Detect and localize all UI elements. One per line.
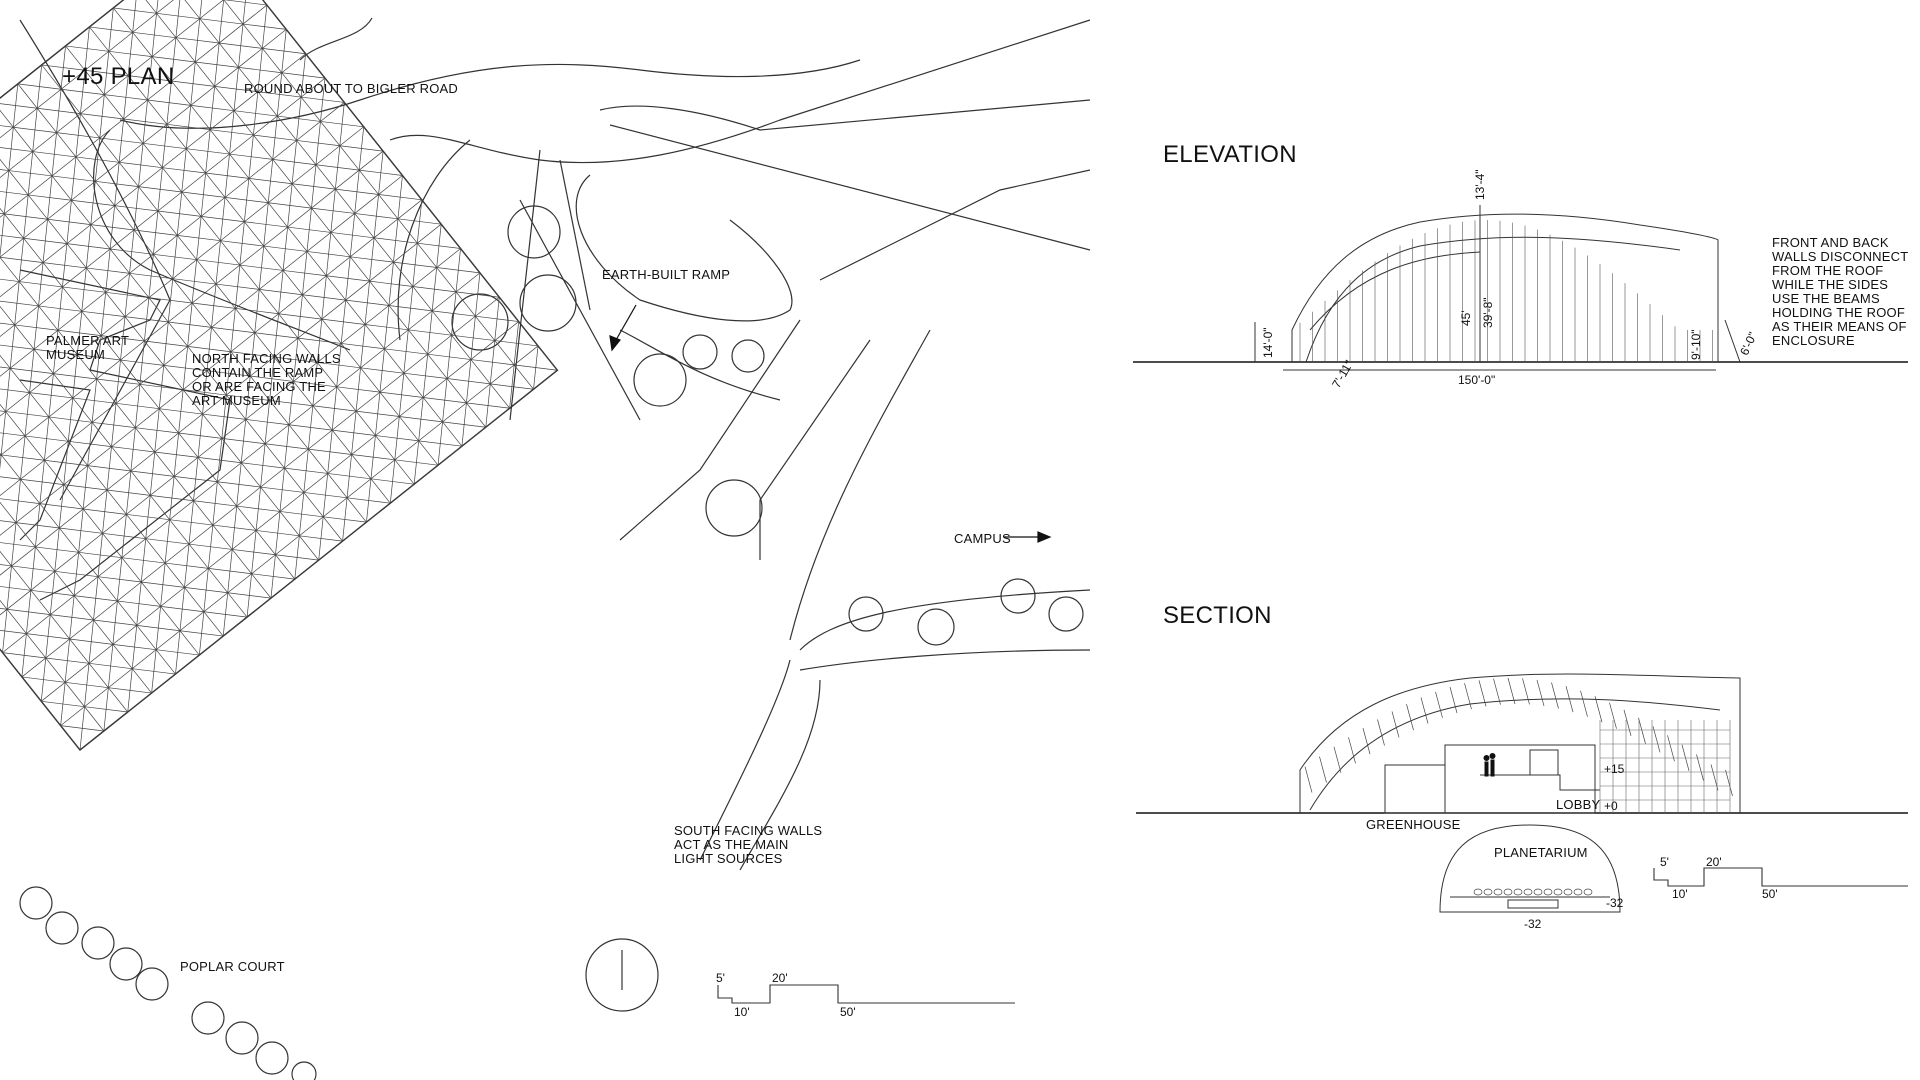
elevation-title: ELEVATION: [1163, 141, 1297, 168]
dim-center-398: 39'-8": [1481, 297, 1495, 328]
section-scale-50: 50': [1762, 887, 1778, 901]
planetarium-label: PLANETARIUM: [1494, 845, 1588, 860]
section-title: SECTION: [1163, 602, 1272, 629]
plan-scale-10: 10': [734, 1005, 750, 1019]
plan-scale-5: 5': [716, 971, 725, 985]
plan-scale-20: 20': [772, 971, 788, 985]
elevation-drawing: [1133, 205, 1908, 371]
earth-ramp-label: EARTH-BUILT RAMP: [602, 267, 731, 282]
greenhouse-label: GREENHOUSE: [1366, 817, 1461, 832]
roundabout-label: ROUND ABOUT TO BIGLER ROAD: [244, 81, 458, 96]
lobby-label: LOBBY: [1556, 797, 1601, 812]
dim-width: 150'-0": [1458, 373, 1496, 387]
dim-top: 13'-4": [1473, 169, 1487, 200]
dim-right-height: 9'-10": [1689, 329, 1703, 360]
campus-label: CAMPUS: [954, 531, 1011, 546]
annotation-arrows: [609, 304, 1052, 543]
section-scale-5: 5': [1660, 855, 1669, 869]
plan-scale-50: 50': [840, 1005, 856, 1019]
level-plus15: +15: [1604, 762, 1625, 776]
section-scale-bar: [1653, 867, 1908, 887]
section-drawing: [1136, 673, 1908, 913]
section-scale-10: 10': [1672, 887, 1688, 901]
plan-scale-bar: [717, 984, 1015, 1004]
elevation-note: FRONT AND BACK WALLS DISCONNECT FROM THE…: [1772, 235, 1909, 348]
section-scale-20: 20': [1706, 855, 1722, 869]
level-minus32-bottom: -32: [1524, 917, 1542, 931]
dim-left-height: 14'-0": [1261, 327, 1275, 358]
north-walls-note: NORTH FACING WALLS CONTAIN THE RAMP OR A…: [192, 351, 341, 408]
plan-title: +45 PLAN: [62, 63, 175, 90]
poplar-court-label: POPLAR COURT: [180, 959, 285, 974]
palmer-museum-label: PALMER ART MUSEUM: [46, 333, 130, 362]
south-walls-note: SOUTH FACING WALLS ACT AS THE MAIN LIGHT…: [674, 823, 823, 866]
level-plus0: +0: [1604, 799, 1618, 813]
dim-center-45: 45': [1459, 310, 1473, 326]
tree-symbols: [19, 334, 1084, 1080]
level-minus32-right: -32: [1606, 896, 1624, 910]
plan-space-frame: [0, 0, 559, 751]
site-roads: [19, 17, 1091, 1012]
